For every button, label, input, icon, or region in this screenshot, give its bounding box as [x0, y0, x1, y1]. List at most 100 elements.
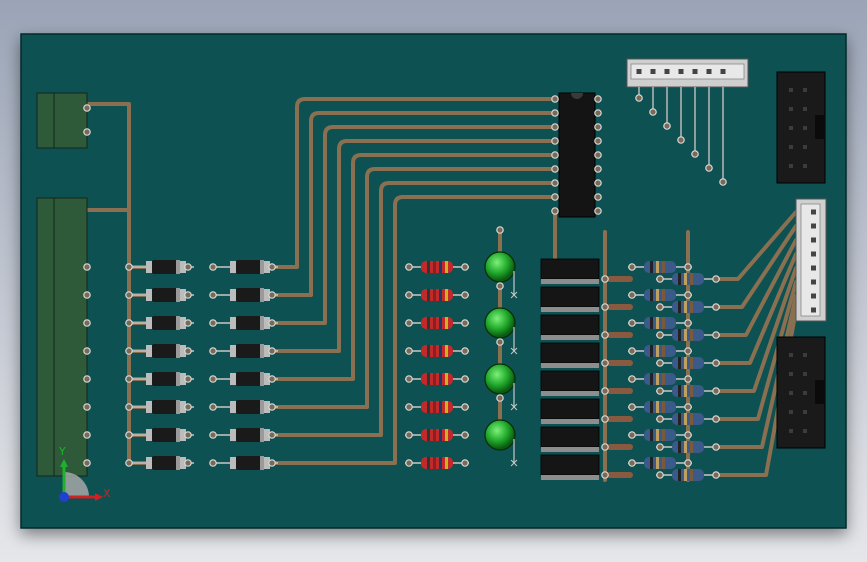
diode-column-2 [209, 456, 278, 470]
left-terminal-block-small[interactable] [36, 92, 88, 149]
resistor-band [427, 429, 430, 441]
diode-band [176, 428, 180, 442]
right-pin-header[interactable] [795, 198, 827, 322]
solder-pad [83, 319, 91, 327]
resistor-blue [656, 413, 720, 425]
solder-pad [405, 459, 413, 467]
resistor-red [405, 261, 469, 273]
solder-pad [184, 459, 192, 467]
solder-pad [461, 459, 469, 467]
resistor-body [421, 345, 453, 357]
relay-module [540, 454, 600, 480]
solder-pad [125, 319, 133, 327]
diode-band [176, 400, 180, 414]
left-terminal-block-large[interactable] [36, 197, 88, 477]
resistor-band [433, 345, 436, 357]
relay-resistor [601, 331, 633, 339]
diode-lead-clip [230, 429, 236, 441]
diode-column-1 [125, 400, 194, 414]
diode-lead-clip [230, 289, 236, 301]
led [484, 338, 518, 411]
resistor-band [433, 457, 436, 469]
resistor-band [656, 289, 659, 301]
top-pin-header[interactable] [626, 58, 749, 88]
box-header-top[interactable] [776, 71, 826, 184]
box-pin [789, 107, 793, 111]
resistor-band [690, 301, 693, 313]
resistor-band [690, 329, 693, 341]
solder-pad [551, 109, 559, 117]
solder-pad [656, 331, 664, 339]
solder-pad [83, 291, 91, 299]
relay-module [540, 426, 600, 452]
diode-column-2 [209, 288, 278, 302]
diode-body [236, 428, 264, 442]
box-pin [789, 372, 793, 376]
trace-fanout [270, 97, 555, 269]
solder-pad [656, 443, 664, 451]
diode-column-1 [125, 288, 194, 302]
ic-chip-dip18[interactable] [558, 92, 596, 218]
solder-pad [594, 151, 602, 159]
solder-pad [601, 471, 609, 479]
solder-pad [594, 137, 602, 145]
box-pin [789, 126, 793, 130]
solder-pad [461, 319, 469, 327]
resistor-band [445, 289, 448, 301]
resistor-body [644, 373, 676, 385]
resistor-band [662, 345, 665, 357]
diode-band [260, 344, 264, 358]
solder-pad [83, 128, 91, 136]
diode-lead-clip [180, 261, 186, 273]
solder-pad [496, 394, 504, 402]
solder-pad [635, 94, 643, 102]
resistor-body [672, 357, 704, 369]
solder-pad [691, 150, 699, 158]
solder-pad [705, 164, 713, 172]
solder-pad [405, 431, 413, 439]
led-pad-marker [510, 403, 518, 411]
diode-column-2 [209, 428, 278, 442]
solder-pad [594, 123, 602, 131]
led-dome [484, 307, 516, 339]
solder-pad [656, 275, 664, 283]
header-pin [664, 69, 670, 74]
header-pin [811, 293, 816, 299]
box-header-bottom[interactable] [776, 336, 826, 449]
resistor-band [439, 401, 442, 413]
diode-lead-clip [264, 429, 270, 441]
solder-pad [184, 291, 192, 299]
led-pad-marker [510, 291, 518, 299]
solder-pad [125, 459, 133, 467]
relay-base [541, 419, 599, 424]
solder-pad [461, 431, 469, 439]
header-pin [811, 237, 816, 243]
solder-pad [268, 403, 276, 411]
right-header-pins [811, 209, 816, 313]
relay-resistor [601, 471, 633, 479]
solder-pad [677, 136, 685, 144]
resistor-body [421, 261, 453, 273]
box-pin [803, 410, 807, 414]
resistor-band [678, 441, 681, 453]
resistor-band [650, 429, 653, 441]
solder-pad [594, 179, 602, 187]
relay-resistor [601, 303, 633, 311]
trace-to-right-header [714, 224, 798, 309]
relay-base [541, 279, 599, 284]
solder-pad [405, 263, 413, 271]
resistor-blue [628, 289, 692, 301]
resistor-blue [656, 329, 720, 341]
diode-band [260, 372, 264, 386]
resistor-band [445, 401, 448, 413]
solder-pad [684, 263, 692, 271]
relay-base [541, 447, 599, 452]
solder-pad [83, 431, 91, 439]
led-pad-marker [510, 347, 518, 355]
solder-pad [628, 403, 636, 411]
relay-body [540, 314, 600, 336]
diode-lead-clip [264, 457, 270, 469]
diode-lead-clip [230, 373, 236, 385]
resistor-band [662, 261, 665, 273]
